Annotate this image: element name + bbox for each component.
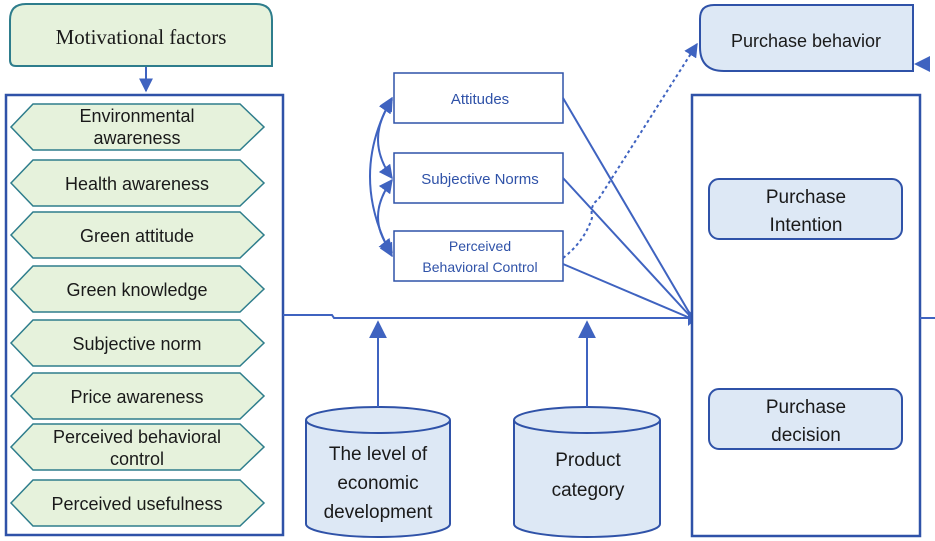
perceived-behavioral-control-box: Perceived Behavioral Control bbox=[393, 230, 564, 282]
product-category-cylinder: Product category bbox=[513, 406, 661, 538]
economic-line2: economic bbox=[337, 473, 418, 494]
attitudes-pbc-correlation-arrow bbox=[369, 96, 393, 258]
purchase-decision-box: Purchase decision bbox=[708, 388, 903, 450]
factor-label: Green knowledge bbox=[66, 280, 207, 300]
product-line1: Product bbox=[555, 450, 621, 471]
factor-green-knowledge: Green knowledge bbox=[9, 265, 266, 313]
factor-label: Price awareness bbox=[70, 387, 203, 407]
attitudes-box: Attitudes bbox=[393, 72, 564, 124]
pbc-label-line1: Perceived bbox=[449, 238, 511, 254]
factor-label: Health awareness bbox=[65, 174, 209, 194]
attitudes-to-intention-line bbox=[562, 97, 691, 315]
purchase-decision-line1: Purchase bbox=[766, 397, 846, 418]
factor-health-awareness: Health awareness bbox=[9, 159, 266, 207]
factor-label: Subjective norm bbox=[72, 334, 201, 354]
factor-label-line2: control bbox=[110, 449, 164, 469]
factor-environmental-awareness: Environmental awareness bbox=[9, 103, 266, 151]
motivational-factors-title-box: Motivational factors bbox=[9, 3, 273, 67]
purchase-intention-box: Purchase Intention bbox=[708, 178, 903, 240]
subjective-norms-box: Subjective Norms bbox=[393, 152, 564, 204]
pbc-to-intention-line bbox=[562, 263, 691, 319]
attitudes-label: Attitudes bbox=[451, 91, 509, 108]
economic-line3: development bbox=[324, 502, 434, 523]
behavior-incoming-arrowhead bbox=[914, 56, 930, 72]
factor-perceived-usefulness: Perceived usefulness bbox=[9, 479, 266, 527]
purchase-decision-line2: decision bbox=[771, 425, 841, 446]
factor-label-line2: awareness bbox=[93, 128, 180, 148]
purchase-behavior-label: Purchase behavior bbox=[731, 31, 881, 51]
purchase-intention-line2: Intention bbox=[770, 215, 843, 236]
factor-label: Green attitude bbox=[80, 226, 194, 246]
subjective-norms-label: Subjective Norms bbox=[421, 171, 539, 188]
factor-price-awareness: Price awareness bbox=[9, 372, 266, 420]
motivational-factors-title: Motivational factors bbox=[56, 25, 227, 49]
factor-perceived-behavioral-control: Perceived behavioral control bbox=[9, 423, 266, 471]
economic-line1: The level of bbox=[329, 444, 428, 465]
factor-label-line1: Perceived behavioral bbox=[53, 427, 221, 447]
product-line2: category bbox=[552, 480, 625, 501]
economic-development-cylinder: The level of economic development bbox=[305, 406, 451, 538]
pbc-label-line2: Behavioral Control bbox=[422, 259, 537, 275]
factor-label-line1: Environmental bbox=[79, 106, 194, 126]
main-connector-line bbox=[283, 314, 688, 319]
factor-subjective-norm: Subjective norm bbox=[9, 319, 266, 367]
factor-label: Perceived usefulness bbox=[51, 494, 222, 514]
outcome-container bbox=[690, 93, 922, 538]
factor-green-attitude: Green attitude bbox=[9, 211, 266, 259]
purchase-intention-line1: Purchase bbox=[766, 187, 846, 208]
norms-to-intention-line bbox=[562, 177, 691, 317]
purchase-behavior-box: Purchase behavior bbox=[699, 4, 914, 72]
pbc-to-behavior-dotted-arrow bbox=[562, 42, 698, 259]
